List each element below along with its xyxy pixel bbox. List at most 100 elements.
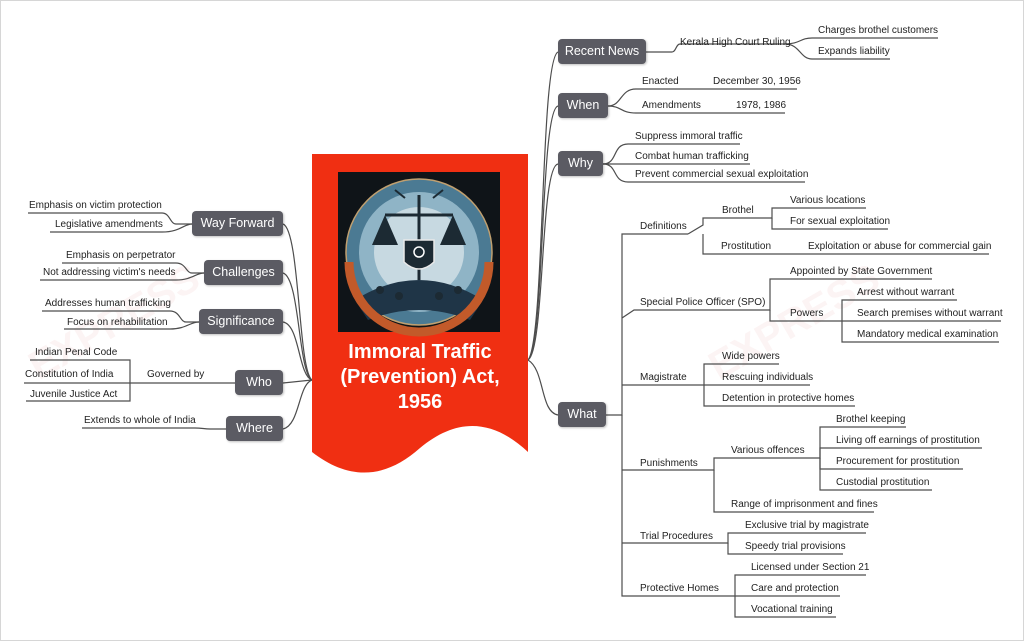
topic-licensed-section-21[interactable]: Licensed under Section 21 bbox=[751, 562, 870, 573]
topic-powers[interactable]: Powers bbox=[790, 308, 824, 319]
connector bbox=[50, 223, 193, 233]
connector bbox=[607, 105, 785, 114]
connector bbox=[40, 272, 205, 281]
connector bbox=[282, 272, 313, 381]
connector bbox=[282, 321, 313, 381]
topic-combat-human-trafficking[interactable]: Combat human trafficking bbox=[635, 151, 749, 162]
topic-amendments[interactable]: Amendments bbox=[642, 100, 701, 111]
topic-brothel-keeping[interactable]: Brothel keeping bbox=[836, 414, 906, 425]
connector bbox=[527, 105, 559, 361]
topic-victim-protection[interactable]: Emphasis on victim protection bbox=[29, 200, 162, 211]
topic-speedy-trial[interactable]: Speedy trial provisions bbox=[745, 541, 846, 552]
topic-protective-homes[interactable]: Protective Homes bbox=[640, 583, 719, 594]
connector bbox=[734, 596, 836, 618]
topic-appointed-by-state[interactable]: Appointed by State Government bbox=[790, 266, 933, 277]
topic-governed-by[interactable]: Governed by bbox=[147, 369, 205, 380]
connector bbox=[621, 309, 757, 319]
connector bbox=[819, 447, 982, 458]
topic-enacted-date[interactable]: December 30, 1956 bbox=[713, 76, 801, 87]
connector bbox=[527, 359, 559, 416]
topic-suppress-immoral-traffic[interactable]: Suppress immoral traffic bbox=[635, 131, 743, 142]
topic-prevent-exploitation[interactable]: Prevent commercial sexual exploitation bbox=[635, 169, 809, 180]
topic-vocational-training[interactable]: Vocational training bbox=[751, 604, 833, 615]
topic-amendments-years[interactable]: 1978, 1986 bbox=[736, 100, 787, 111]
topic-wide-powers[interactable]: Wide powers bbox=[722, 351, 780, 362]
node-where[interactable]: Where bbox=[226, 416, 283, 441]
topic-brothel[interactable]: Brothel bbox=[722, 205, 754, 216]
connector bbox=[757, 207, 866, 219]
topic-living-off-earnings[interactable]: Living off earnings of prostitution bbox=[836, 435, 980, 446]
connector bbox=[282, 379, 313, 384]
topic-search-premises[interactable]: Search premises without warrant bbox=[857, 308, 1003, 319]
topic-rescuing-individuals[interactable]: Rescuing individuals bbox=[722, 372, 814, 383]
topic-definitions[interactable]: Definitions bbox=[640, 221, 687, 232]
connector bbox=[688, 363, 779, 386]
topic-magistrate[interactable]: Magistrate bbox=[640, 372, 687, 383]
connector bbox=[805, 426, 906, 459]
connector bbox=[769, 310, 826, 322]
node-way-forward[interactable]: Way Forward bbox=[192, 211, 283, 236]
node-challenges[interactable]: Challenges bbox=[204, 260, 283, 285]
topic-special-police-officer[interactable]: Special Police Officer (SPO) bbox=[640, 297, 766, 308]
topic-procurement[interactable]: Procurement for prostitution bbox=[836, 456, 960, 467]
connector bbox=[82, 427, 226, 430]
topic-medical-examination[interactable]: Mandatory medical examination bbox=[857, 329, 999, 340]
topic-legislative-amendments[interactable]: Legislative amendments bbox=[55, 219, 163, 230]
connector bbox=[602, 143, 740, 165]
connector bbox=[771, 218, 888, 230]
node-significance[interactable]: Significance bbox=[199, 309, 283, 334]
connector bbox=[784, 37, 938, 45]
topic-arrest-without-warrant[interactable]: Arrest without warrant bbox=[857, 287, 955, 298]
topic-exclusive-trial[interactable]: Exclusive trial by magistrate bbox=[745, 520, 869, 531]
connector bbox=[698, 457, 805, 471]
topic-kerala-high-court-ruling[interactable]: Kerala High Court Ruling bbox=[680, 37, 791, 48]
topic-prostitution[interactable]: Prostitution bbox=[721, 241, 772, 252]
topic-constitution-india[interactable]: Constitution of India bbox=[25, 369, 114, 380]
node-when[interactable]: When bbox=[558, 93, 608, 118]
topic-juvenile-justice-act[interactable]: Juvenile Justice Act bbox=[30, 389, 118, 400]
topic-whole-of-india[interactable]: Extends to whole of India bbox=[84, 415, 196, 426]
node-why[interactable]: Why bbox=[558, 151, 603, 176]
topic-detention-homes[interactable]: Detention in protective homes bbox=[722, 393, 855, 404]
connector bbox=[727, 543, 843, 555]
central-title: Immoral Traffic (Prevention) Act, 1956 bbox=[340, 341, 500, 413]
node-what[interactable]: What bbox=[558, 402, 606, 427]
topic-addresses-trafficking[interactable]: Addresses human trafficking bbox=[45, 298, 171, 309]
topic-indian-penal-code[interactable]: Indian Penal Code bbox=[35, 347, 118, 358]
topic-for-sexual-exploitation[interactable]: For sexual exploitation bbox=[790, 216, 891, 227]
topic-victims-needs[interactable]: Not addressing victim's needs bbox=[43, 267, 176, 278]
connector bbox=[819, 458, 932, 491]
connector bbox=[282, 223, 313, 381]
topic-enacted[interactable]: Enacted bbox=[642, 76, 679, 87]
connector bbox=[703, 385, 855, 407]
topic-care-protection[interactable]: Care and protection bbox=[751, 583, 839, 594]
topic-custodial-prostitution[interactable]: Custodial prostitution bbox=[836, 477, 930, 488]
connector bbox=[646, 43, 785, 53]
topic-various-offences[interactable]: Various offences bbox=[731, 445, 805, 456]
topic-exploitation-commercial[interactable]: Exploitation or abuse for commercial gai… bbox=[808, 241, 992, 252]
topic-various-locations[interactable]: Various locations bbox=[790, 195, 866, 206]
connector bbox=[687, 217, 757, 235]
topic-punishments[interactable]: Punishments bbox=[640, 458, 698, 469]
connector bbox=[702, 234, 775, 255]
connector bbox=[757, 278, 932, 311]
topic-emphasis-perpetrator[interactable]: Emphasis on perpetrator bbox=[66, 250, 176, 261]
connector bbox=[826, 299, 957, 322]
topic-expands-liability[interactable]: Expands liability bbox=[818, 46, 890, 57]
node-who[interactable]: Who bbox=[235, 370, 283, 395]
connector bbox=[62, 262, 204, 274]
topic-trial-procedures[interactable]: Trial Procedures bbox=[640, 531, 713, 542]
connector bbox=[527, 163, 559, 361]
connector bbox=[64, 321, 200, 330]
connector bbox=[606, 233, 688, 416]
connector bbox=[282, 379, 313, 430]
topic-range-imprisonment[interactable]: Range of imprisonment and fines bbox=[731, 499, 878, 510]
connector bbox=[621, 415, 716, 597]
topic-focus-rehabilitation[interactable]: Focus on rehabilitation bbox=[67, 317, 168, 328]
topic-charges-brothel-customers[interactable]: Charges brothel customers bbox=[818, 25, 939, 36]
connector bbox=[716, 574, 866, 597]
node-recent-news[interactable]: Recent News bbox=[558, 39, 646, 64]
connector bbox=[841, 321, 999, 343]
connector bbox=[30, 359, 140, 384]
